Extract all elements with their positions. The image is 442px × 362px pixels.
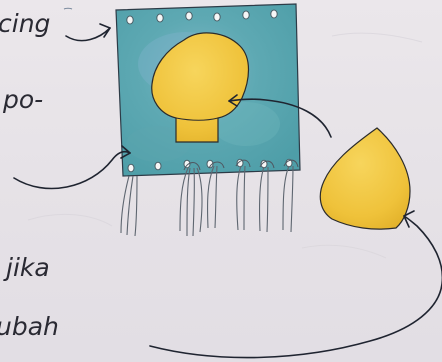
label-po: po- [2,85,43,114]
hanging-strings [121,166,293,236]
loose-dome-shape [320,128,410,229]
label-jika: jika [3,253,50,282]
ink-scribble [64,8,72,9]
arrow-to-left-side [14,152,130,189]
label-cing: cing [0,9,50,38]
arrow-to-top-left [66,28,110,41]
label-ubah: ubah [0,312,59,341]
arrow-to-loose-dome [150,216,442,358]
